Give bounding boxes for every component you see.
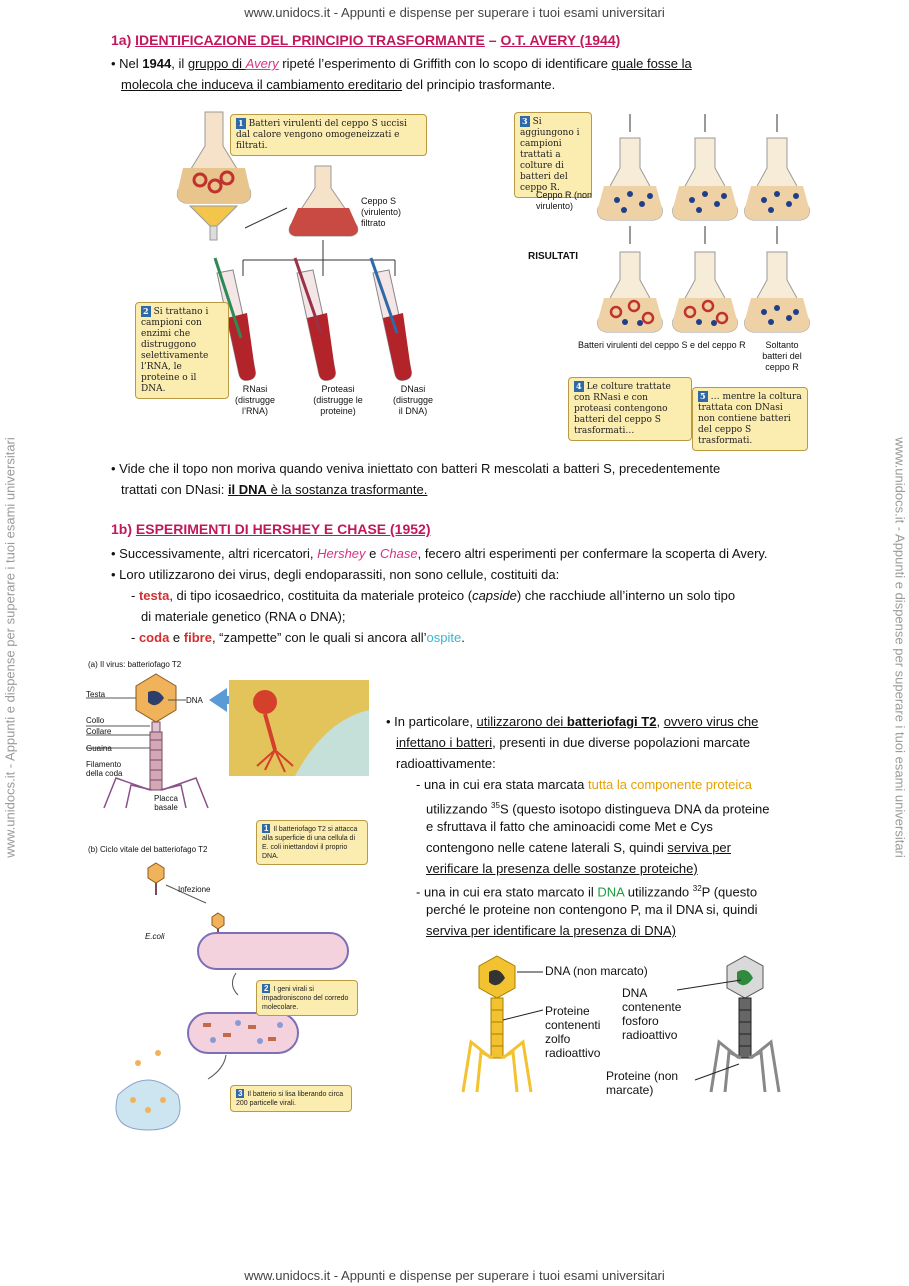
phage-photo [209,680,369,776]
avery-box-5: 5… mentre la coltura trattata con DNasi … [692,387,808,451]
label-ecoli: E.coli [145,932,165,941]
tube-label-dnasi: DNasi (distrugge il DNA) [392,384,434,416]
watermark-left: www.unidocs.it - Appunti e dispense per … [2,437,18,858]
fig-b-title: (b) Ciclo vitale del batteriofago T2 [88,845,208,854]
test-tube-rnasi [213,257,256,381]
s2-line-2: perché le proteine non contengono P, ma … [426,902,758,917]
phage-phosphorus-icon [709,955,781,1093]
arrow-left-icon [209,688,231,712]
label-dna: DNA [186,696,203,705]
watermark-bottom: www.unidocs.it - Appunti e dispense per … [244,1268,665,1283]
s1-line-3: e sfruttava il fatto che aminoacidi come… [426,819,713,834]
dash-item-testa-cont: di materiale genetico (RNA o DNA); [141,609,346,624]
label-dna-fosforo: DNA contenente fosforo radioattivo [622,986,682,1042]
fig-a-title: (a) Il virus: batteriofago T2 [88,660,182,669]
label-placca: Placca basale [153,794,178,812]
funnel-icon [188,205,239,227]
dash-item-testa: - testa, di tipo icosaedrico, costituita… [131,588,736,603]
bullet-1b-1: • Successivamente, altri ricercatori, He… [111,546,768,561]
label-proteine-zolfo: Proteine contenenti zolfo radioattivo [545,1004,601,1060]
test-tube-dnasi [369,257,412,381]
phage-lifecycle [115,862,349,1131]
dash-item-coda: - coda e fibre, “zampette” con le quali … [131,630,465,645]
bullet-1b-2: • Loro utilizzarono dei virus, degli end… [111,567,560,582]
bullet-1a-1-cont: molecola che induceva il cambiamento ere… [121,77,556,92]
tube-label-rnasi: RNasi (distrugge l’RNA) [234,384,276,416]
tube-label-proteasi: Proteasi (distrugge le proteine) [313,384,363,416]
bullet-1a-2: • Vide che il topo non moriva quando ven… [111,461,721,476]
risultati-label: RISULTATI [528,251,578,262]
section-1b-title: 1b) ESPERIMENTI DI HERSHEY E CHASE (1952… [111,521,431,537]
result-label-right: Soltanto batteri del ceppo R [762,340,802,372]
label-proteine-non-marcate: Proteine (non marcate) [606,1069,679,1097]
intro-line-1: • In particolare, utilizzarono dei batte… [386,714,759,729]
label-dna-non-marcato: DNA (non marcato) [545,964,648,978]
label-testa: Testa [86,690,106,699]
watermark-top: www.unidocs.it - Appunti e dispense per … [244,5,665,20]
section-1a-title: 1a) IDENTIFICAZIONE DEL PRINCIPIO TRASFO… [111,32,621,48]
e-coli-infected [187,1012,299,1054]
lysed-cell [115,1079,181,1131]
label-guaina: Guaina [86,744,112,753]
s1-line-1: - una in cui era stata marcata tutta la … [416,777,753,792]
arrow-line [244,207,288,229]
label-collare: Collare [86,727,112,736]
test-tube-proteasi [293,257,336,381]
label-filamento: Filamento della coda [86,760,123,778]
watermark-right: www.unidocs.it - Appunti e dispense per … [892,437,908,858]
result-label-left: Batteri virulenti del ceppo S e del cepp… [578,340,746,350]
ceppo-r-label: Ceppo R (non virulento) [536,190,593,211]
s1-line-5: verificare la presenza delle sostanze pr… [426,861,698,876]
s2-line-3: serviva per identificare la presenza di … [426,923,676,938]
intro-line-2: infettano i batteri, presenti in due div… [396,735,751,750]
s1-line-2: utilizzando 35S (questo isotopo distingu… [426,801,770,817]
e-coli-cell [197,932,349,970]
bullet-1a-1: • Nel 1944, il gruppo di Avery ripeté l’… [111,56,692,71]
intro-line-3: radioattivamente: [396,756,496,771]
s1-line-4: contengono nelle catene laterali S, quin… [426,840,731,855]
s2-line-1: - una in cui era stato marcato il DNA ut… [416,884,758,900]
ceppo-s-label: Ceppo S (virulento) filtrato [361,196,402,228]
label-infezione: Infezione [178,885,211,894]
phage-sulfur-icon [461,955,533,1093]
phage-diagram [86,673,209,809]
labeled-phages [461,955,781,1093]
label-collo: Collo [86,716,105,725]
bullet-1a-2-cont: trattati con DNasi: il DNA è la sostanza… [121,482,428,497]
avery-figure-left [176,111,412,381]
